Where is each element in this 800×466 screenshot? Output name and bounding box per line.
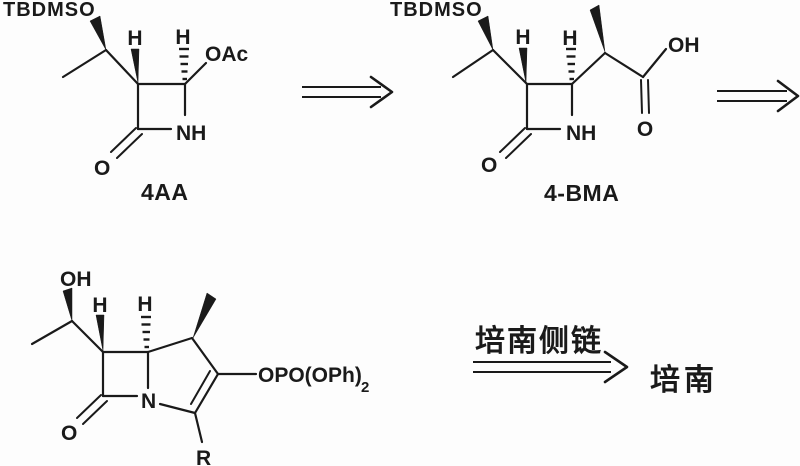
bold-wedge-methyl [192,292,217,339]
atom-label-o: O [61,422,77,445]
bond-r-group [193,411,204,444]
bond-to-acid [603,51,645,79]
atom-label-h-c3: H [515,26,530,49]
bond-oac [183,61,208,86]
atom-label-o: O [94,157,110,180]
atom-label-n: N [141,390,156,413]
bond-c4-sidechain [570,51,607,86]
structure-carbapenem: OH H H N O OPO(OPh) 2 R [30,268,369,466]
atom-label-oh: OH [668,34,700,57]
atom-label-phosphate-subscript: 2 [361,379,369,396]
bond-side-chain [70,319,105,354]
atom-label-nh: NH [566,122,596,145]
bond-to-oh [641,47,668,79]
bond-side-chain [491,48,529,86]
atom-label-phosphate: OPO(OPh) [258,364,362,387]
acid-carbonyl-double-bond [640,79,650,114]
carbonyl-double-bond [76,394,108,425]
hashed-wedge-h [179,47,189,81]
retrosynthesis-arrow-icon [473,350,629,384]
atom-label-o: O [481,154,497,177]
arrow-reagent-label: 培南侧链 [475,324,603,358]
atom-label-h-c5: H [137,293,152,316]
bold-wedge-oh [62,287,73,322]
beta-lactam-ring [136,82,187,131]
product-label: 培南 [650,363,718,397]
bold-wedge-tbdmso [477,15,494,51]
beta-lactam-ring [525,82,574,131]
pyrroline-ring [146,336,220,415]
bold-wedge-methyl [589,4,606,53]
carbonyl-double-bond [499,127,532,159]
bond-methyl [61,48,108,79]
bold-wedge-tbdmso [89,15,107,51]
bold-wedge-h [95,314,105,352]
atom-label-h-c4: H [175,26,190,49]
bond-methyl [451,48,495,79]
hashed-wedge-h [566,47,576,81]
structure-4bma: TBDMSO H H OH O NH O 4-BMA [390,0,700,206]
structure-4aa: TBDMSO H H OAc NH O 4AA [3,0,249,205]
retrosynthesis-arrow-icon [717,79,800,113]
atom-label-oh: OH [60,268,92,291]
atom-label-h-c3: H [127,27,142,50]
atom-label-acid-o: O [637,118,653,141]
bold-wedge-h [518,47,528,84]
retrosynthesis-arrow-icon [302,75,394,109]
atom-label-h-c4: H [562,27,577,50]
hashed-wedge-h [141,315,151,349]
structure-name-4bma: 4-BMA [544,180,619,206]
carbonyl-double-bond [110,127,143,159]
bold-wedge-h [130,48,140,84]
structure-name-4aa: 4AA [141,179,189,205]
beta-lactam-ring [101,350,150,398]
atom-label-tbdmso: TBDMSO [390,0,483,21]
atom-label-nh: NH [176,122,206,145]
atom-label-oac: OAc [205,43,249,66]
atom-label-r: R [196,447,211,466]
bond-side-chain [104,48,140,86]
atom-label-h-c6: H [92,294,107,317]
bond-methyl [30,319,74,346]
atom-label-tbdmso: TBDMSO [3,0,96,21]
